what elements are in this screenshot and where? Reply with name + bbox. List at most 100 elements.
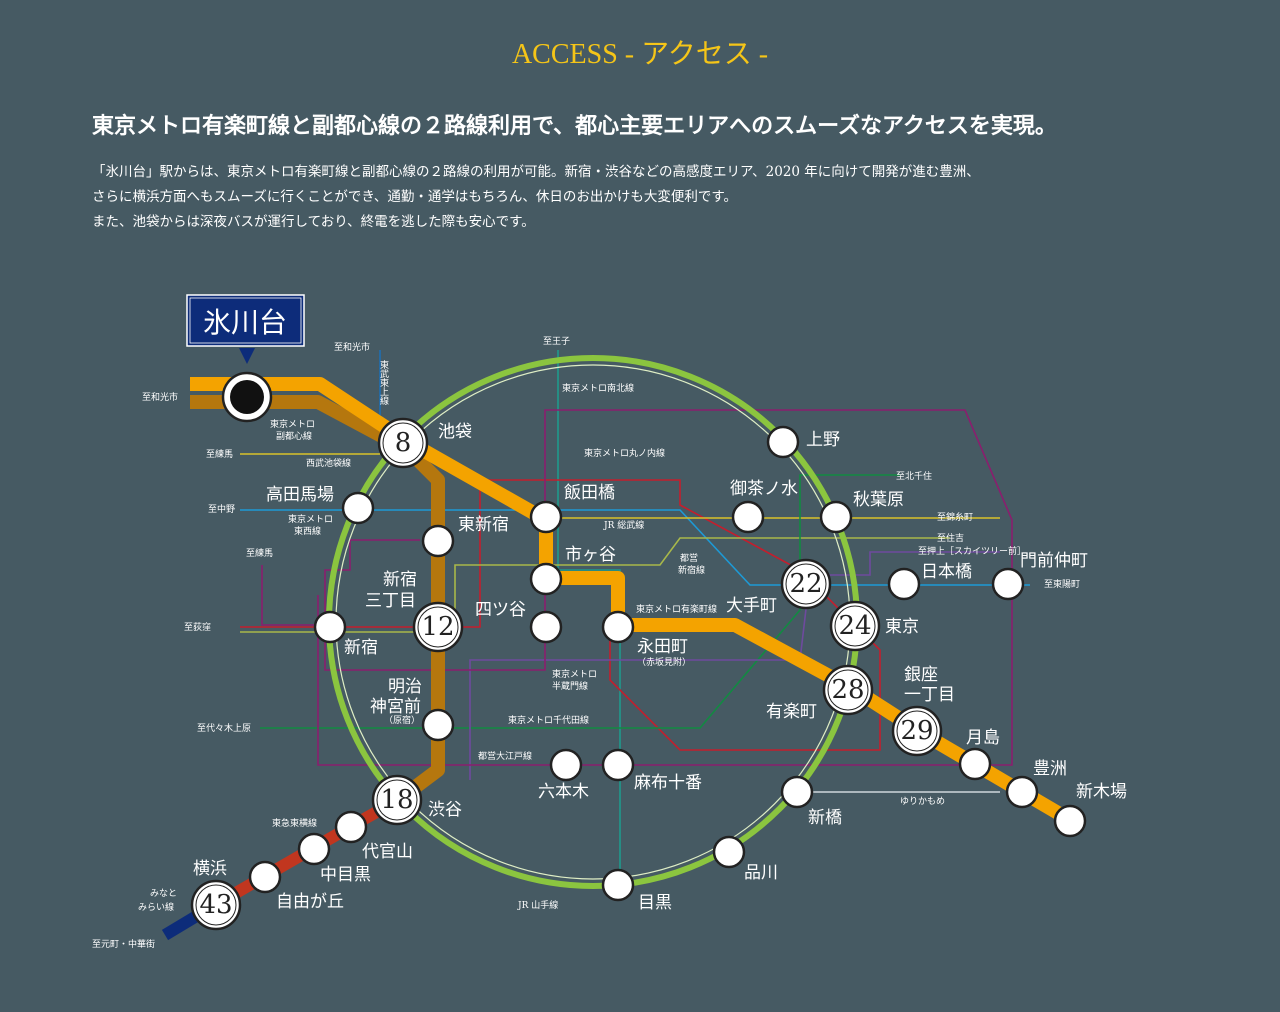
line-yurakucho bbox=[190, 377, 1074, 827]
label-tobu-tojo: 東武東上線 bbox=[378, 359, 389, 405]
station-jiyugaoka bbox=[248, 860, 282, 894]
station-number: 12 bbox=[421, 612, 454, 642]
label-to-oshiage: 至押上［スカイツリー前］ bbox=[918, 545, 1026, 557]
label-shinjuku: 新宿 bbox=[344, 638, 378, 658]
label-tokyu-toyoko: 東急東横線 bbox=[272, 817, 317, 829]
station-shinjuku bbox=[313, 610, 347, 644]
label-shimbashi: 新橋 bbox=[808, 808, 842, 828]
label-meguro: 目黒 bbox=[638, 893, 672, 913]
body-text: 「氷川台」駅からは、東京メトロ有楽町線と副都心線の２路線の利用が可能。新宿・渋谷… bbox=[92, 160, 1192, 235]
label-toei-shinjuku-1: 都営 bbox=[680, 552, 698, 564]
label-toei-shinjuku-2: 新宿線 bbox=[678, 564, 705, 576]
label-meiji-2: 神宮前 bbox=[370, 697, 421, 717]
line-oedo bbox=[317, 409, 1013, 766]
station-shinagawa bbox=[712, 835, 746, 869]
label-nakameguro: 中目黒 bbox=[320, 865, 371, 885]
line-namboku bbox=[557, 350, 621, 880]
station-daikanyama bbox=[334, 810, 368, 844]
station-akihabara bbox=[819, 500, 853, 534]
label-meiji-3: （原宿） bbox=[384, 714, 420, 726]
station-takadanobaba bbox=[341, 491, 375, 525]
numbered-station-otemachi: 22 bbox=[780, 558, 832, 610]
label-namboku: 東京メトロ南北線 bbox=[562, 382, 634, 394]
station-azabujuban bbox=[601, 748, 635, 782]
label-tozai-1: 東京メトロ bbox=[288, 513, 333, 525]
line-labels: 至和光市 至和光市 東武東上線 東京メトロ 副都心線 至練馬 西武池袋線 至中野… bbox=[92, 336, 1080, 950]
label-hanzomon-2: 半蔵門線 bbox=[552, 680, 588, 692]
lead-text: 東京メトロ有楽町線と副都心線の２路線利用で、都心主要エリアへのスムーズなアクセス… bbox=[92, 113, 1057, 139]
label-ikebukuro: 池袋 bbox=[438, 422, 472, 442]
label-meiji-1: 明治 bbox=[388, 677, 422, 697]
label-ueno: 上野 bbox=[806, 430, 840, 450]
label-to-oji: 至王子 bbox=[543, 336, 570, 347]
label-ochanomizu: 御茶ノ水 bbox=[730, 479, 798, 499]
label-nagatacho: 永田町 bbox=[637, 637, 688, 657]
page-title: ACCESS - アクセス - bbox=[511, 39, 769, 70]
body-line: 「氷川台」駅からは、東京メトロ有楽町線と副都心線の２路線の利用が可能。新宿・渋谷… bbox=[92, 164, 980, 180]
label-fukutoshin-2: 副都心線 bbox=[276, 430, 312, 442]
station-ichigaya bbox=[529, 562, 563, 596]
label-sobu: JR 総武線 bbox=[603, 519, 644, 531]
label-to-kinshicho: 至錦糸町 bbox=[937, 511, 973, 523]
station-yotsuya bbox=[529, 610, 563, 644]
label-nagatacho-sub: （赤坂見附） bbox=[637, 656, 691, 668]
line-nerima bbox=[261, 565, 325, 626]
label-to-motomachi: 至元町・中華街 bbox=[92, 938, 155, 950]
label-nihonbashi: 日本橋 bbox=[921, 562, 972, 582]
numbered-station-yokohama: 43 bbox=[190, 879, 242, 931]
line-chiyoda bbox=[260, 474, 900, 729]
label-yurakucho: 有楽町 bbox=[766, 702, 817, 722]
station-number: 18 bbox=[380, 785, 413, 815]
label-higashishinjuku: 東新宿 bbox=[458, 515, 509, 535]
label-tokyo: 東京 bbox=[885, 617, 919, 637]
label-iidabashi: 飯田橋 bbox=[564, 483, 615, 503]
label-seibu: 西武池袋線 bbox=[306, 457, 351, 469]
origin-station: 氷川台 bbox=[186, 294, 305, 423]
label-takadanobaba: 高田馬場 bbox=[266, 485, 334, 505]
label-shinjukusanchome-2: 三丁目 bbox=[365, 591, 416, 611]
station-number: 29 bbox=[900, 716, 933, 746]
label-yotsuya: 四ツ谷 bbox=[475, 600, 526, 620]
label-hanzomon-1: 東京メトロ bbox=[552, 668, 597, 680]
label-to-kitasenju: 至北千住 bbox=[896, 470, 932, 482]
numbered-station-ginza: 29 bbox=[891, 705, 943, 757]
line-fukutoshin bbox=[190, 395, 445, 806]
label-ginza-2: 一丁目 bbox=[904, 685, 955, 705]
station-number: 24 bbox=[838, 611, 871, 641]
label-to-nerima: 至練馬 bbox=[206, 448, 233, 460]
label-jiyugaoka: 自由が丘 bbox=[276, 892, 344, 912]
label-monzennakacho: 門前仲町 bbox=[1020, 551, 1088, 571]
label-otemachi: 大手町 bbox=[726, 596, 777, 616]
numbered-station-tokyo: 24 bbox=[829, 600, 881, 652]
numbered-station-yurakucho: 28 bbox=[822, 664, 874, 716]
body-line: さらに横浜方面へもスムーズに行くことができ、通勤・通学はもちろん、休日のお出かけ… bbox=[92, 189, 738, 205]
label-marunouchi: 東京メトロ丸ノ内線 bbox=[584, 447, 665, 459]
label-to-ogikubo: 至荻窪 bbox=[184, 621, 211, 633]
label-to-wakoshi: 至和光市 bbox=[142, 391, 178, 403]
small-stations bbox=[248, 425, 1087, 902]
origin-label: 氷川台 bbox=[203, 306, 287, 339]
station-number: 43 bbox=[199, 890, 232, 920]
numbered-station-shibuya: 18 bbox=[371, 774, 423, 826]
label-yurikamome: ゆりかもめ bbox=[900, 796, 945, 807]
station-monzennakacho bbox=[991, 567, 1025, 601]
label-yokohama: 横浜 bbox=[193, 859, 227, 879]
label-to-nakano: 至中野 bbox=[208, 503, 235, 515]
label-to-sumiyoshi: 至住吉 bbox=[937, 532, 964, 544]
station-number: 22 bbox=[789, 569, 822, 599]
station-number: 28 bbox=[831, 675, 864, 705]
numbered-stations: 8 12 18 22 24 28 29 43 bbox=[190, 417, 943, 931]
station-ueno bbox=[766, 425, 800, 459]
label-to-nerima-2: 至練馬 bbox=[246, 547, 273, 559]
station-number: 8 bbox=[395, 428, 412, 458]
label-to-yoyogiuehara: 至代々木上原 bbox=[197, 722, 251, 734]
label-chiyoda: 東京メトロ千代田線 bbox=[508, 714, 589, 726]
station-nakameguro bbox=[297, 832, 331, 866]
station-nagatacho bbox=[601, 610, 635, 644]
station-roppongi bbox=[549, 748, 583, 782]
station-names: 池袋 高田馬場 東新宿 新宿 三丁目 新宿 明治 神宮前 （原宿） 渋谷 飯田橋… bbox=[193, 422, 1127, 913]
station-iidabashi bbox=[529, 500, 563, 534]
origin-pointer bbox=[239, 348, 255, 364]
numbered-station-ikebukuro: 8 bbox=[377, 417, 429, 469]
label-tozai-2: 東西線 bbox=[294, 525, 321, 537]
